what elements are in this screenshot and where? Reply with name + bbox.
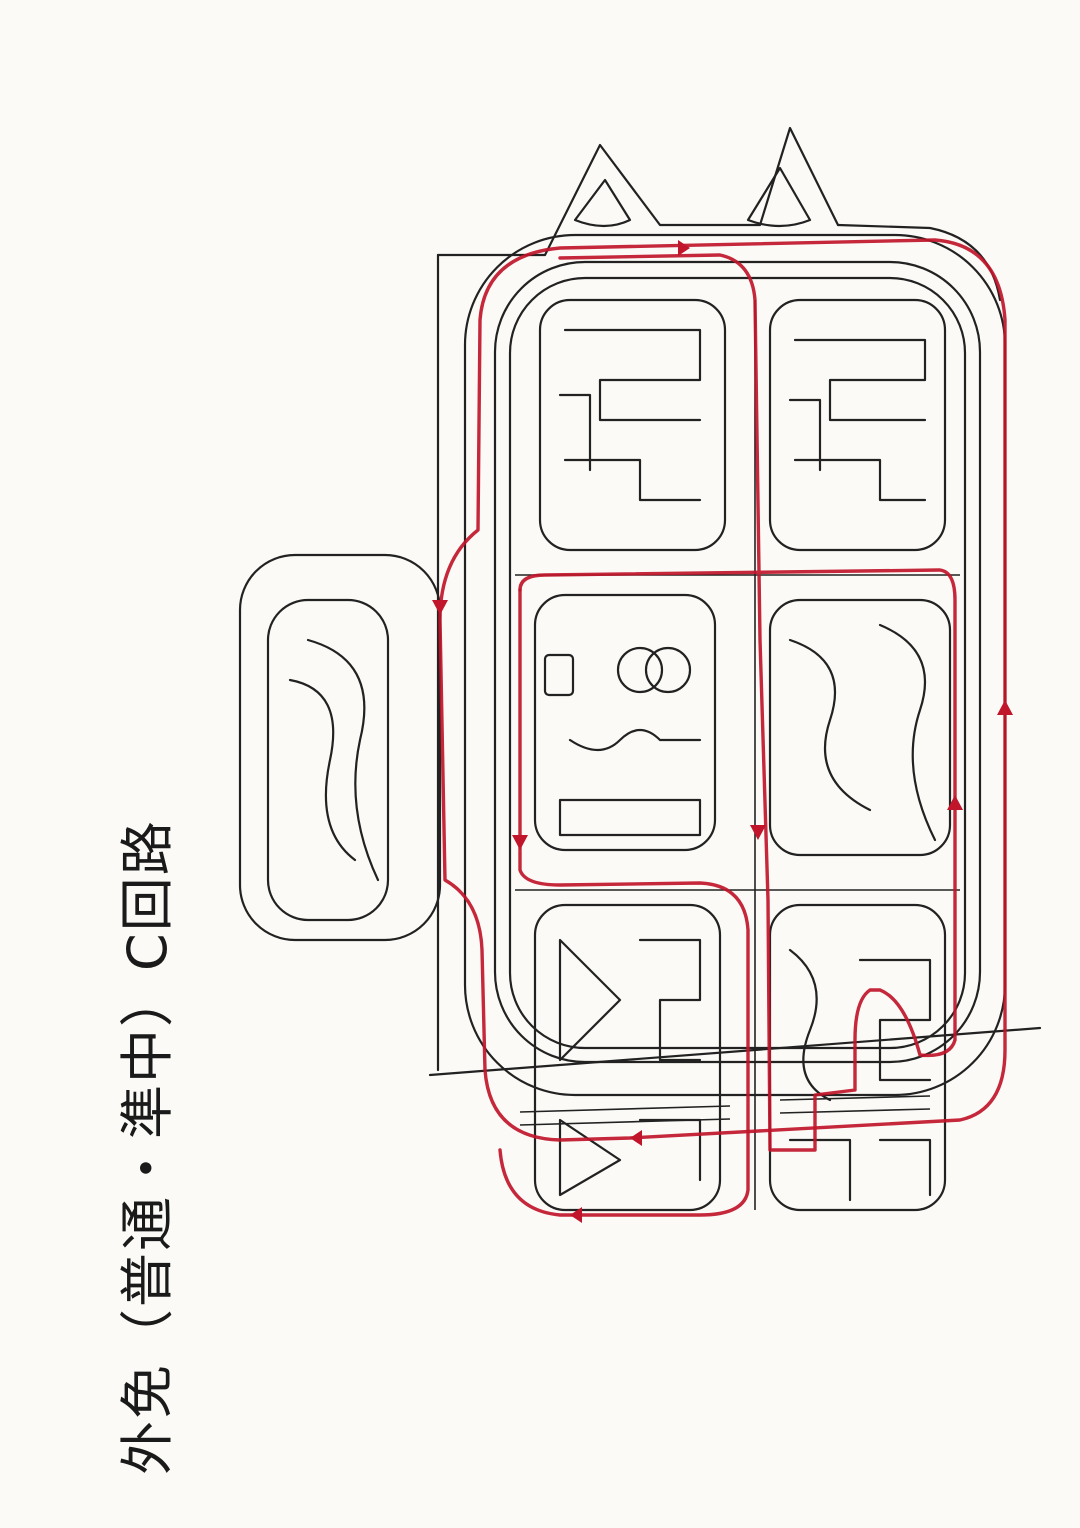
- route-bottom-loop: [498, 588, 750, 1217]
- route-arrow: [997, 700, 1013, 715]
- route-arrow: [512, 835, 528, 850]
- block-top-right: [768, 298, 947, 552]
- parking-lines: [519, 1095, 931, 1126]
- route-inner-loop: [518, 253, 957, 1152]
- center-divider: [515, 300, 960, 1210]
- route-arrow: [630, 1130, 642, 1146]
- route-arrow: [432, 600, 448, 615]
- route-path: [438, 238, 1007, 1142]
- block-mid-left: [533, 593, 717, 852]
- route-arrow: [947, 795, 963, 810]
- block-bottom-left: [533, 903, 722, 1212]
- block-mid-right: [768, 598, 952, 857]
- route-c: [432, 238, 1013, 1223]
- route-arrow: [678, 240, 690, 256]
- route-arrow: [750, 825, 766, 840]
- route-arrow: [570, 1207, 582, 1223]
- site-boundary: [428, 126, 1042, 1077]
- block-top-left: [538, 298, 727, 552]
- annex-area: [238, 553, 442, 942]
